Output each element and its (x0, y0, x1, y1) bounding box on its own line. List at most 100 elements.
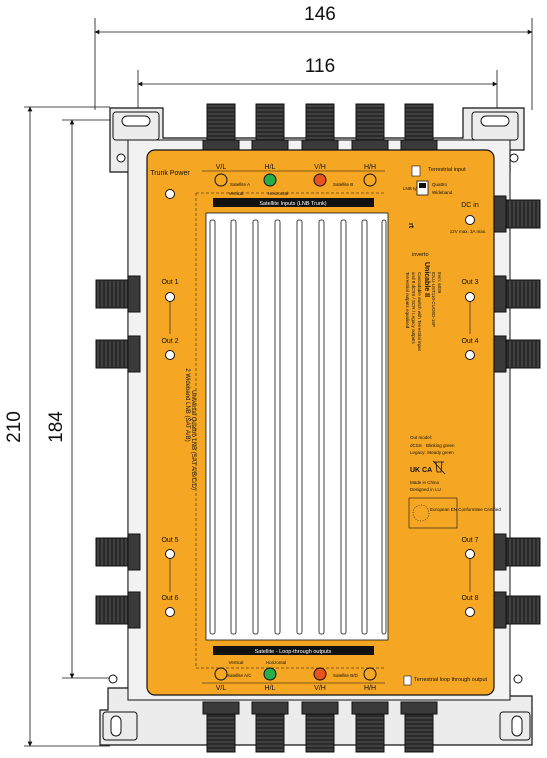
heatsink (205, 212, 389, 641)
label-bottom-satellite-bd: Satellite B/D (333, 673, 359, 678)
label-out1: Out 1 (161, 279, 178, 286)
label-out5: Out 5 (161, 537, 178, 544)
led-out6-icon (165, 607, 175, 617)
mounting-slot-top-right (471, 111, 519, 163)
label-out6: Out 6 (161, 595, 178, 602)
led-bottom-vl-icon (214, 667, 228, 681)
label-lnb-option-1: 2 Wideband LNB (SAT A/B) (184, 368, 190, 441)
label-desc-2: and 8 dCSS / SCR / Legacy outputs (411, 272, 416, 345)
label-out4: Out 4 (461, 338, 478, 345)
weee-bin-icon (434, 461, 444, 473)
label-bottom-satellite-ac: Satellite A/C (227, 673, 252, 678)
label-satellite-inputs-bar: Satellite Inputs (LNB Trunk) (259, 201, 326, 207)
label-desc-3: Terrestrial outputs equalised (405, 272, 410, 329)
mounting-slot-top-left (112, 111, 160, 163)
label-lnb-type: LNB type (403, 186, 422, 191)
led-out2-icon (165, 350, 175, 360)
label-ukca: UK CA (410, 467, 432, 474)
connector-out2 (95, 335, 141, 373)
top-port-labels: V/L H/L V/H H/H Satellite A Satellite B … (196, 164, 385, 207)
label-out7: Out 7 (461, 537, 478, 544)
connector-top-hl (251, 103, 289, 151)
connector-bottom-terrestrial (400, 701, 438, 753)
label-legacy: Legacy: Steady green (410, 450, 454, 455)
label-blinking: Blinking green (426, 443, 455, 448)
mounting-slot-bottom-right (499, 674, 531, 741)
connector-bottom-hh (351, 701, 389, 753)
label-loopthrough-bar: Satellite - Loop-through outputs (255, 649, 332, 655)
label-lnb-option-2: Universal Quattro LNB (SAT A/B/C/D) (190, 390, 196, 490)
label-dcss: dCSS (410, 443, 422, 448)
label-dc-in: DC in (461, 202, 479, 209)
connector-top-hh (351, 103, 389, 151)
connector-bottom-vh (301, 701, 339, 753)
led-top-vh-icon (313, 173, 327, 187)
label-made-in: Made in China (410, 480, 440, 485)
dimension-overall-width: 146 (94, 4, 533, 110)
connector-top-terrestrial (400, 103, 438, 151)
dimension-hole-spacing: 116 (137, 56, 498, 112)
label-brand: inverto (412, 252, 429, 258)
label-eu-text: European EN Conformitee Certified (430, 507, 501, 512)
label-item: Item: 6039 (437, 272, 442, 294)
led-bottom-hl-icon (263, 667, 277, 681)
label-top-hl: H/L (265, 164, 276, 171)
led-out8-icon (465, 607, 475, 617)
led-top-vl-icon (214, 173, 228, 187)
connector-dc-in (493, 195, 541, 233)
inverto-logo-icon: rt (407, 223, 414, 229)
label-terrestrial-loop: Terrestrial loop through output (414, 677, 488, 683)
dimension-overall-width-value: 146 (304, 4, 336, 25)
left-port-labels: Trunk Power Out 1 Out 2 Out 5 Out 6 2 Wi… (150, 170, 197, 668)
connector-bottom-vl (202, 701, 240, 753)
label-out8: Out 8 (461, 595, 478, 602)
connector-out1 (95, 275, 141, 313)
label-trunk-power: Trunk Power (150, 170, 190, 177)
led-top-hl-icon (263, 173, 277, 187)
connector-out4 (493, 335, 541, 373)
connector-out8 (493, 591, 541, 629)
terrestrial-input-area: Terrestrial input LNB type Quattro Wideb… (403, 165, 466, 196)
bottom-port-labels: Satellite - Loop-through outputs Vertica… (196, 646, 488, 692)
label-desc-1: Cascadable switch with Terrestrial input (417, 272, 422, 351)
dimension-overall-height-value: 210 (4, 411, 25, 443)
dimension-hole-spacing-value: 116 (305, 56, 335, 77)
led-top-hh-icon (363, 173, 377, 187)
led-out4-icon (465, 350, 475, 360)
right-port-labels: DC in 12V max. 3A max. Out 3 Out 4 Out 7… (450, 202, 487, 617)
label-top-satellite-b: Satellite B (333, 182, 353, 187)
label-top-hh: H/H (364, 164, 376, 171)
label-top-horizontal: Horizontal (268, 191, 288, 196)
led-out5-icon (165, 549, 175, 559)
dimension-overall-height: 210 (4, 106, 110, 747)
label-out3: Out 3 (461, 279, 478, 286)
label-top-satellite-a: Satellite A (230, 182, 250, 187)
label-designed-in: Designed in LU (410, 487, 441, 492)
label-bottom-horizontal: Horizontal (266, 660, 286, 665)
eu-stars-icon (412, 504, 430, 522)
label-top-vl: V/L (216, 164, 227, 171)
label-out-model: Out model: (410, 435, 432, 440)
led-trunk-power-icon (165, 189, 175, 199)
label-dc-spec: 12V max. 3A max. (450, 229, 487, 234)
label-terrestrial-input: Terrestrial input (428, 167, 466, 173)
connector-out6 (95, 591, 141, 629)
connector-top-vh (301, 103, 339, 151)
label-top-vh: V/H (314, 164, 326, 171)
connector-out7 (493, 533, 541, 571)
led-bottom-hh-icon (363, 667, 377, 681)
label-bottom-vh: V/H (314, 685, 326, 692)
label-bottom-vertical: Vertical (229, 660, 244, 665)
label-wideband: Wideband (432, 190, 453, 195)
label-product-name: Unicable II (423, 262, 430, 297)
product-info: rt inverto Unicable II Cascadable switch… (405, 223, 501, 529)
connector-bottom-hl (251, 701, 289, 753)
mounting-slot-bottom-left (102, 674, 138, 741)
label-out2: Out 2 (161, 338, 178, 345)
led-out1-icon (165, 292, 175, 302)
led-dc-in-icon (465, 215, 475, 225)
led-out3-icon (465, 292, 475, 302)
dimension-hole-height-value: 184 (46, 411, 67, 443)
led-out7-icon (465, 549, 475, 559)
